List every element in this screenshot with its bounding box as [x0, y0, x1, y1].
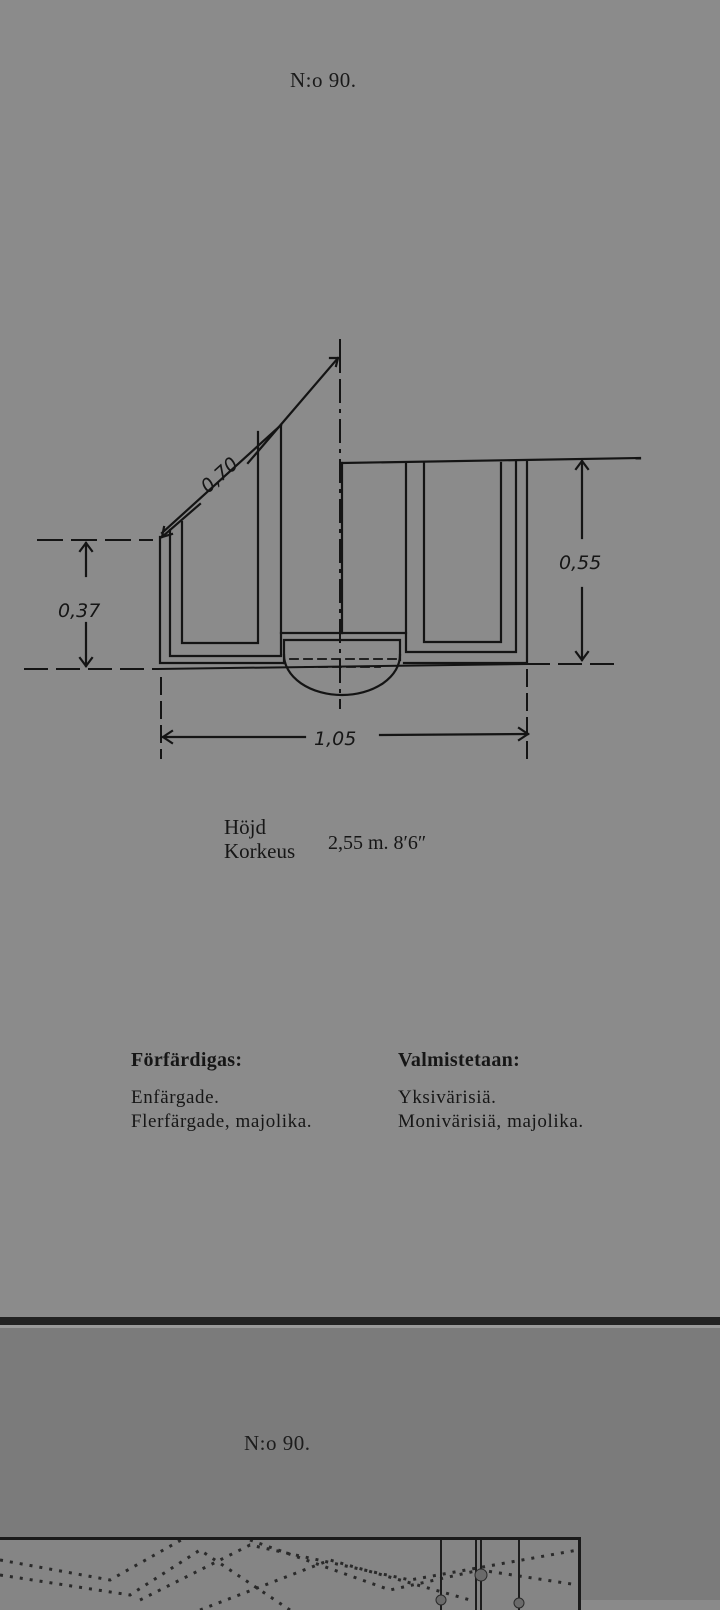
page-divider-edge [0, 1325, 720, 1328]
left-height-dimension-label: 0,37 [58, 600, 100, 622]
semicircle-niche [282, 653, 402, 697]
column-line: Monivärisiä, majolika. [398, 1111, 584, 1132]
column-heading: Förfärdigas: [131, 1049, 243, 1071]
diagonal-face [160, 423, 283, 535]
right-top-edge [340, 456, 642, 465]
document-page-top: N:o 90. [24, 68, 642, 1134]
right-unit-inner [422, 461, 503, 644]
stove-floor-plan-drawing: 0,70 0,37 0,55 1,05 [24, 339, 642, 766]
height-label-swedish: Höjd [224, 815, 266, 839]
right-unit-middle [404, 459, 518, 654]
height-value: 2,55 m. 8′6″ [328, 832, 427, 854]
right-height-dimension-label: 0,55 [559, 552, 601, 574]
column-line: Flerfärgade, majolika. [131, 1111, 313, 1132]
left-unit-middle [168, 423, 283, 658]
column-line: Yksivärisiä. [398, 1087, 497, 1108]
page-number: N:o 90. [290, 68, 357, 92]
column-heading: Valmistetaan: [398, 1049, 521, 1071]
page-number: N:o 90. [244, 1431, 311, 1455]
left-unit-outer [158, 535, 287, 665]
stove-illustration-plate [0, 1537, 581, 1610]
column-line: Enfärgade. [131, 1087, 220, 1108]
width-dimension-label: 1,05 [314, 728, 356, 750]
right-unit-outer [402, 459, 529, 665]
height-label-finnish: Korkeus [224, 839, 296, 863]
swedish-production-column: Förfärdigas: Enfärgade. Flerfärgade, maj… [131, 1049, 312, 1134]
page-divider [0, 1317, 720, 1325]
height-labels: Höjd Korkeus [224, 815, 295, 863]
finnish-production-column: Valmistetaan: Yksivärisiä. Monivärisiä, … [398, 1049, 584, 1134]
diagonal-dimension-label: 0,70 [197, 453, 243, 498]
left-unit-inner [180, 430, 260, 645]
